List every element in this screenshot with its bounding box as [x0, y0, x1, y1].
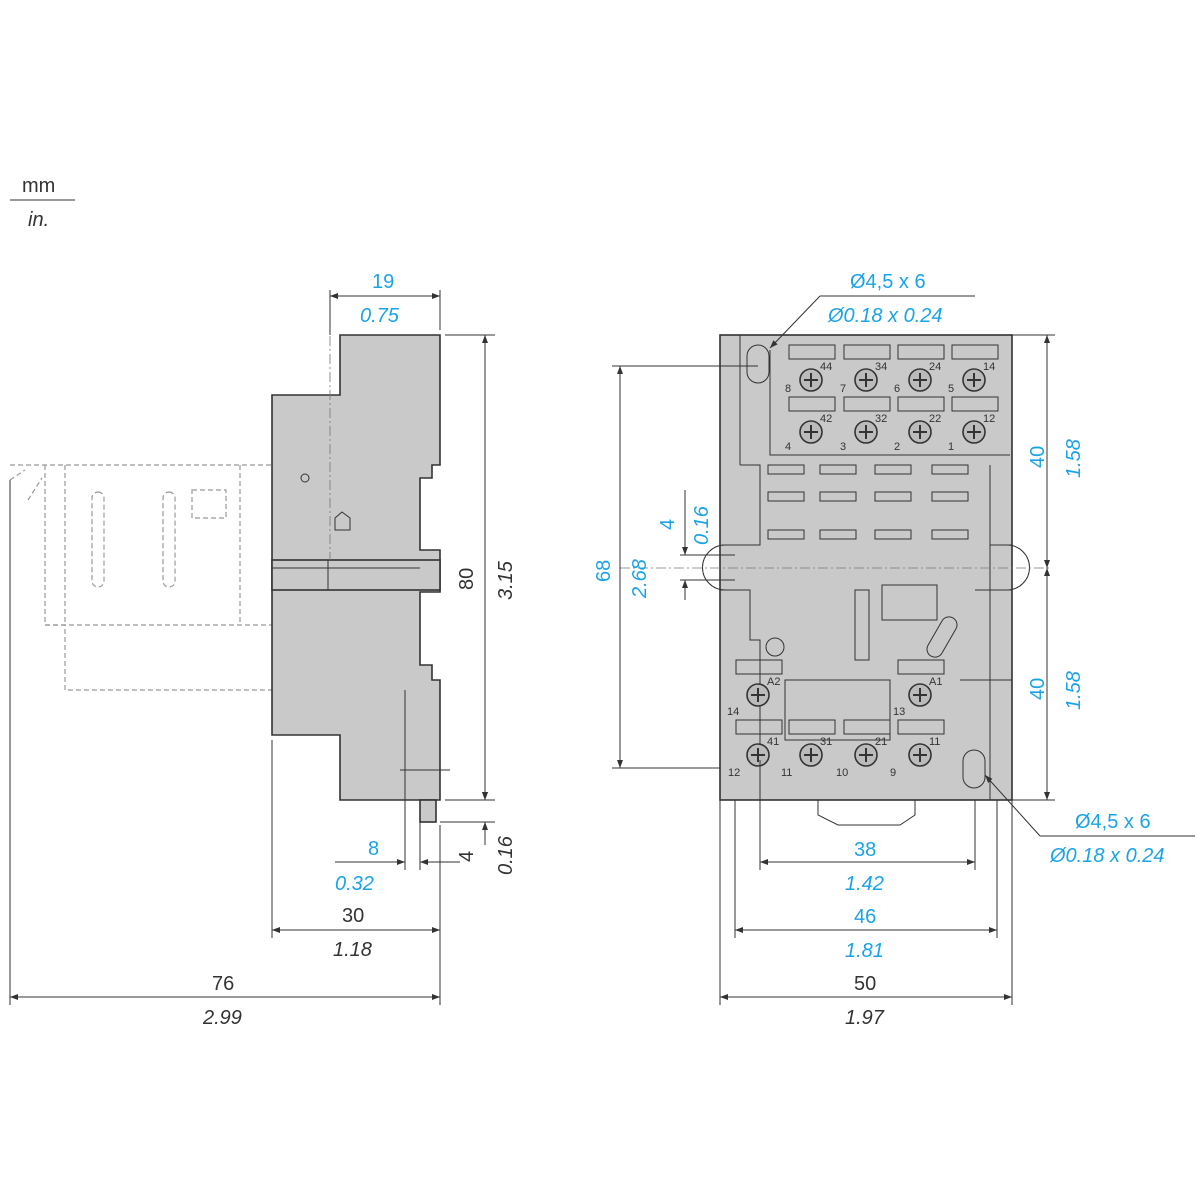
svg-text:30: 30: [342, 905, 364, 927]
svg-text:0.75: 0.75: [360, 305, 400, 327]
terminal-number: 22: [929, 413, 941, 425]
terminal-number: 34: [875, 361, 887, 373]
svg-text:Ø0.18 x 0.24: Ø0.18 x 0.24: [1049, 845, 1165, 867]
pin: [419, 799, 437, 823]
svg-text:1.97: 1.97: [845, 1007, 885, 1029]
svg-text:mm: mm: [22, 175, 55, 197]
contact-slot: [819, 464, 857, 475]
svg-text:40: 40: [1027, 446, 1049, 468]
din-rail-clip: [271, 559, 441, 591]
contact-slot: [874, 464, 912, 475]
contact-slot: [931, 529, 969, 540]
mounting-hole-top: [746, 344, 770, 384]
svg-text:80: 80: [456, 568, 478, 590]
terminal-number: 24: [929, 361, 941, 373]
terminal-number: 44: [820, 361, 832, 373]
units-legend: mm in.: [10, 175, 75, 231]
side-view: 19 0.75 80 3.15 4 0.16 8 0.32 30 1.18 76…: [9, 271, 517, 1029]
terminal-number: 21: [875, 736, 887, 748]
pin-number: 1: [948, 441, 954, 453]
pin-number: 8: [785, 383, 791, 395]
pin-number: 2: [894, 441, 900, 453]
svg-text:0.16: 0.16: [691, 505, 713, 545]
terminal-screw: 222: [894, 396, 945, 453]
terminal-screw: 42 4: [785, 396, 836, 453]
svg-text:Ø4,5 x 6: Ø4,5 x 6: [850, 271, 926, 293]
svg-text:Ø0.18 x 0.24: Ø0.18 x 0.24: [827, 305, 943, 327]
pin-number: 14: [727, 706, 739, 718]
pin-number: 7: [840, 383, 846, 395]
svg-text:19: 19: [372, 271, 394, 293]
relay-outline-dashed: [9, 464, 272, 691]
contact-slots: [767, 464, 969, 540]
pin-number: 6: [894, 383, 900, 395]
svg-text:1.81: 1.81: [845, 940, 884, 962]
terminal-number: 12: [983, 413, 995, 425]
contact-slot: [874, 529, 912, 540]
svg-text:3.15: 3.15: [495, 560, 517, 600]
svg-text:2.99: 2.99: [202, 1007, 242, 1029]
terminal-number: A1: [929, 676, 942, 688]
svg-text:1.42: 1.42: [845, 873, 884, 895]
terminal-screw: 34 7: [840, 344, 891, 395]
svg-text:0.16: 0.16: [495, 835, 517, 875]
pin-number: 5: [948, 383, 954, 395]
svg-text:1.58: 1.58: [1063, 439, 1085, 478]
terminal-screw: 21 10: [836, 719, 891, 779]
svg-text:76: 76: [212, 973, 234, 995]
contact-slot: [931, 464, 969, 475]
pin-number: 3: [840, 441, 846, 453]
svg-text:4: 4: [657, 519, 679, 530]
socket-front-body: [719, 334, 1013, 801]
svg-text:4: 4: [456, 851, 478, 862]
contact-slot: [767, 491, 805, 502]
terminal-screw: 14 5: [948, 344, 999, 395]
svg-text:40: 40: [1027, 678, 1049, 700]
terminal-screw: A1 13: [893, 659, 945, 718]
contact-slot: [767, 529, 805, 540]
svg-text:1.58: 1.58: [1063, 671, 1085, 710]
svg-text:68: 68: [593, 560, 615, 582]
contact-slot: [931, 491, 969, 502]
pin-number: 12: [728, 767, 740, 779]
contact-slot: [819, 491, 857, 502]
terminal-number: 42: [820, 413, 832, 425]
terminal-number: 31: [820, 736, 832, 748]
terminal-screw: 24 6: [894, 344, 945, 395]
terminal-screw: 31 11: [781, 719, 836, 779]
svg-text:1.18: 1.18: [333, 939, 372, 961]
pin-number: 13: [893, 706, 905, 718]
svg-text:0.32: 0.32: [335, 873, 374, 895]
svg-text:46: 46: [854, 906, 876, 928]
mounting-hole-bottom: [962, 749, 986, 789]
terminal-number: 32: [875, 413, 887, 425]
contact-slot: [874, 491, 912, 502]
svg-text:Ø4,5 x 6: Ø4,5 x 6: [1075, 811, 1151, 833]
terminal-screw: 44 8: [785, 344, 836, 395]
pin-number: 11: [781, 767, 792, 779]
contact-slot: [767, 464, 805, 475]
pin-number: 10: [836, 767, 848, 779]
terminal-number: 41: [767, 736, 779, 748]
pin-number: 9: [890, 767, 896, 779]
svg-text:2.68: 2.68: [629, 559, 651, 599]
svg-text:8: 8: [368, 838, 379, 860]
terminal-screw: 11 9: [890, 719, 945, 779]
pin-number: 4: [785, 441, 791, 453]
terminals: 448347246145424323222121A214A11341123111…: [727, 344, 999, 779]
terminal-screw: 41 12: [728, 719, 783, 779]
terminal-screw: 32 3: [840, 396, 891, 453]
terminal-number: A2: [767, 676, 780, 688]
svg-text:in.: in.: [28, 209, 49, 231]
terminal-number: 11: [929, 736, 940, 748]
front-view: 448347246145424323222121A214A11341123111…: [593, 271, 1195, 1029]
terminal-screw: 12 1: [948, 396, 999, 453]
terminal-number: 14: [983, 361, 995, 373]
svg-text:38: 38: [854, 839, 876, 861]
contact-slot: [819, 529, 857, 540]
svg-text:50: 50: [854, 973, 876, 995]
terminal-screw: A2 14: [727, 659, 783, 718]
